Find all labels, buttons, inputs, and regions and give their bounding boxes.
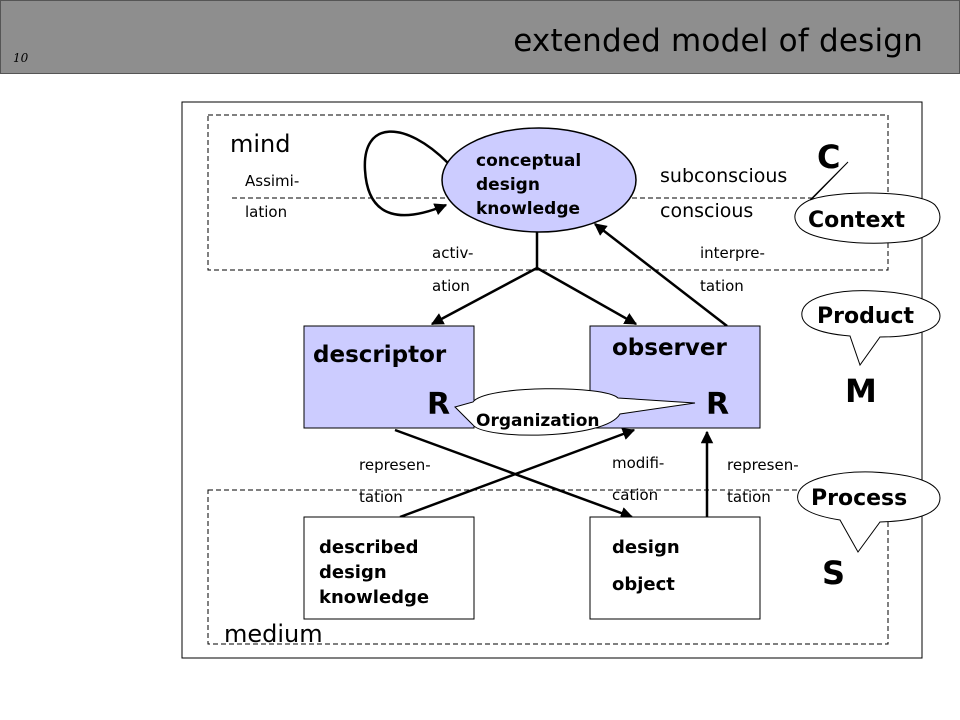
modification-label-1: modifi-: [612, 454, 664, 472]
assimilation-label-2: lation: [245, 203, 287, 221]
conceptual-knowledge-node: [441, 127, 637, 233]
modification-label-2: cation: [612, 486, 658, 504]
interpretation-label-2: tation: [700, 277, 744, 295]
activation-label-2: ation: [432, 277, 470, 295]
organization-callout: [454, 388, 696, 436]
mind-label: mind: [230, 130, 291, 158]
product-callout: [801, 290, 941, 367]
described-line-1: described: [319, 537, 419, 558]
process-letter: S: [822, 554, 845, 592]
design-object-line-1: design: [612, 537, 680, 558]
concept-line-2: design: [476, 175, 540, 195]
diagram-frame: [181, 101, 923, 659]
described-line-2: design: [319, 562, 387, 583]
product-label: Product: [817, 304, 915, 329]
design-object-node: [589, 516, 761, 620]
context-label: Context: [808, 208, 906, 233]
activation-label-1: activ-: [432, 244, 473, 262]
subconscious-label: subconscious: [660, 165, 787, 187]
activation-arrow-descriptor: [430, 266, 538, 326]
medium-label: medium: [224, 620, 323, 648]
descriptor-label: descriptor: [313, 342, 447, 368]
product-letter: M: [845, 372, 877, 410]
context-letter: C: [817, 138, 840, 176]
descriptor-r-label: R: [427, 387, 450, 422]
interpretation-label-1: interpre-: [700, 244, 765, 262]
process-callout: [797, 471, 941, 553]
representation-right-1: represen-: [727, 456, 799, 474]
representation-left-2: tation: [359, 488, 403, 506]
activation-arrow-observer: [536, 266, 638, 326]
context-callout: [794, 161, 941, 244]
assimilation-loop-arrow: [363, 130, 449, 217]
medium-region: [207, 489, 889, 645]
assimilation-label-1: Assimi-: [245, 172, 299, 190]
observer-r-label: R: [706, 387, 729, 422]
slide-number: 10: [13, 51, 29, 65]
described-line-3: knowledge: [319, 587, 429, 608]
mind-region: [207, 114, 889, 271]
described-knowledge-node: [303, 516, 475, 620]
organization-label: Organization: [476, 411, 600, 431]
slide-title: extended model of design: [513, 23, 923, 59]
concept-line-3: knowledge: [476, 199, 580, 219]
modification-arrow: [399, 428, 636, 519]
slide-header: 10 extended model of design: [0, 0, 960, 74]
representation-left-1: represen-: [359, 456, 431, 474]
representation-right-2: tation: [727, 488, 771, 506]
descriptor-node: [303, 325, 475, 429]
conscious-label: conscious: [660, 200, 753, 222]
observer-label: observer: [612, 335, 727, 361]
concept-line-1: conceptual: [476, 151, 581, 171]
design-object-line-2: object: [612, 574, 675, 595]
interpretation-arrow: [594, 223, 728, 327]
process-label: Process: [811, 486, 907, 511]
